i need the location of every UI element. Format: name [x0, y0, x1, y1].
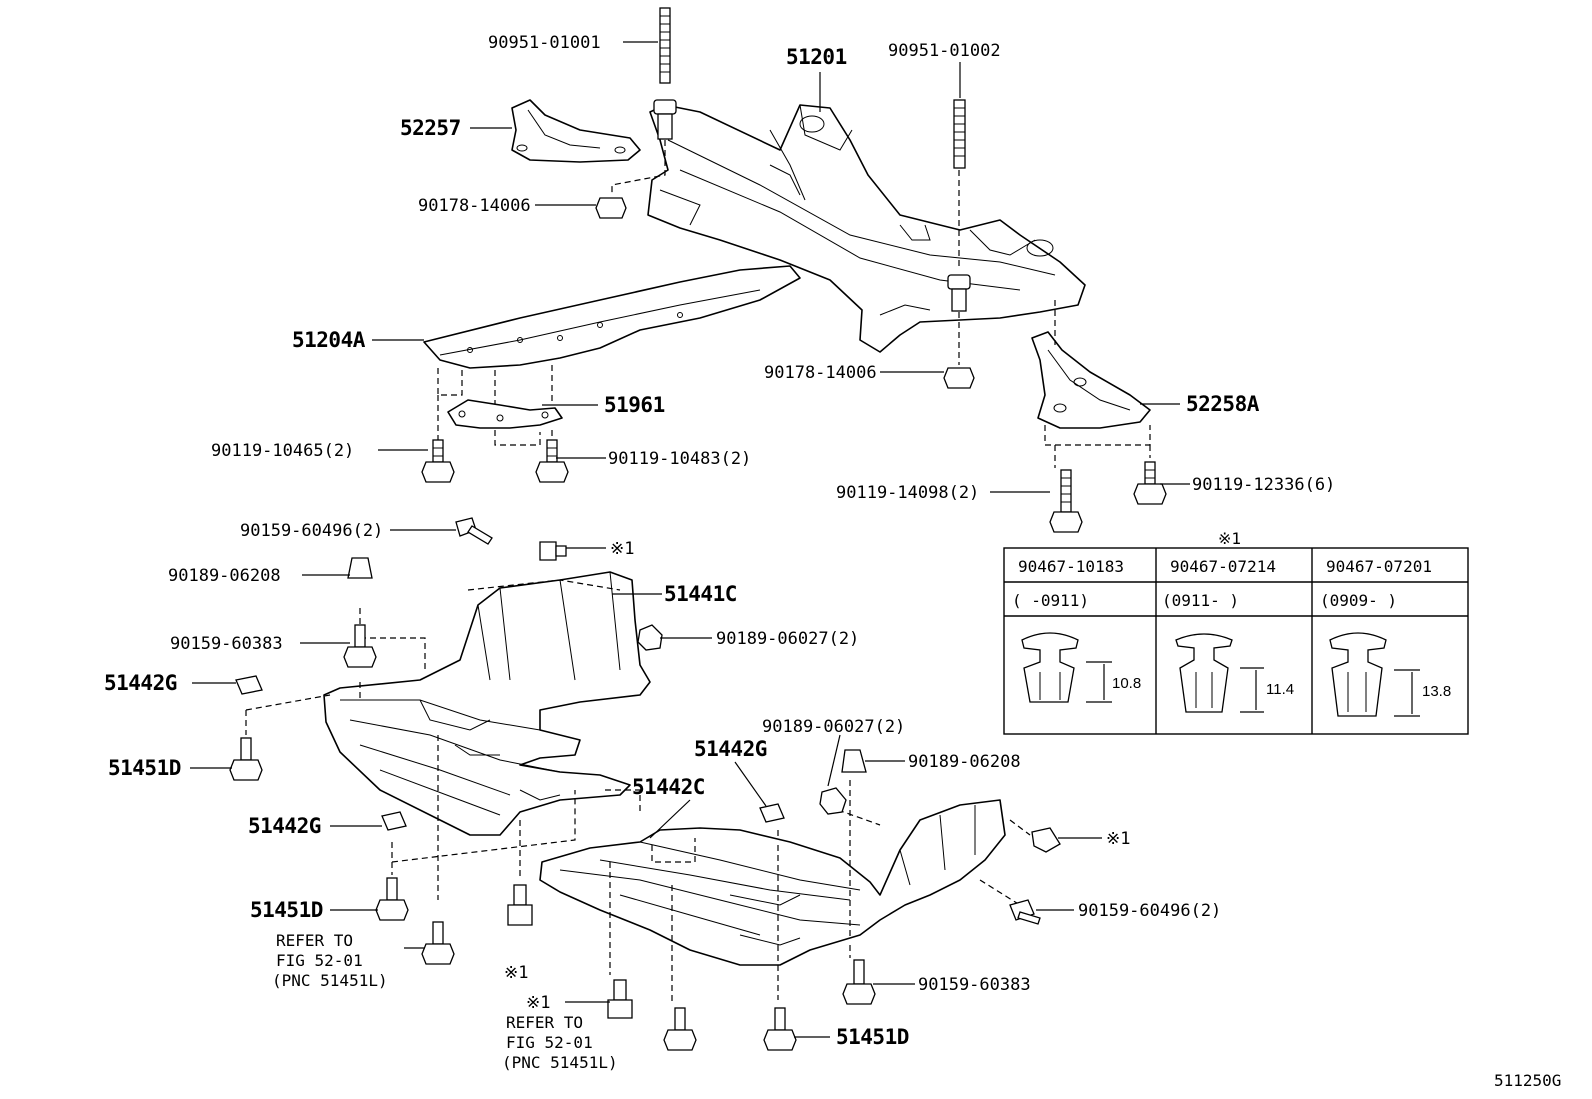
bracket-52257 [511, 99, 641, 163]
refer-mid-line-2: FIG 52-01 [506, 1033, 593, 1052]
bolt-51451L-left [421, 921, 455, 965]
labels: 90951-01001 51201 90951-01002 52257 9017… [104, 33, 1335, 1072]
refer-left-line-3: (PNC 51451L) [272, 971, 388, 990]
table-range-1: ( -0911) [1012, 591, 1089, 610]
bolt-51451D-b [375, 877, 409, 921]
nut-90189-06027-b [819, 787, 847, 815]
label-90178-14006-b: 90178-14006 [764, 363, 877, 383]
clip-star-a [539, 541, 567, 561]
nut-90178-14006-b [943, 367, 975, 389]
refer-left-line-2: FIG 52-01 [276, 951, 363, 970]
label-90951-01002: 90951-01002 [888, 41, 1001, 61]
figure-code: 511250G [1494, 1071, 1561, 1090]
bolt-90119-10465 [421, 439, 455, 483]
label-90159-60383-b: 90159-60383 [918, 975, 1031, 995]
bolt-51451D-c [763, 1007, 797, 1051]
label-star-a: ※1 [610, 539, 634, 559]
nut-90189-06027-a [637, 624, 663, 651]
table-range-3: (0909- ) [1320, 591, 1397, 610]
label-51441C: 51441C [664, 582, 737, 606]
clip-star-c [1031, 827, 1061, 853]
label-51204A: 51204A [292, 328, 366, 352]
clip-icon-2 [1175, 633, 1264, 713]
label-90159-60496-a: 90159-60496(2) [240, 521, 383, 541]
label-90159-60496-b: 90159-60496(2) [1078, 901, 1221, 921]
label-51201: 51201 [786, 45, 847, 69]
bracket-51961 [447, 399, 563, 429]
bracket-52258A [1031, 331, 1151, 429]
clip-icon-1 [1021, 632, 1112, 703]
bolt-90159-60496-b [1009, 899, 1041, 925]
label-52257: 52257 [400, 116, 461, 140]
nut-90178-14006-a [595, 197, 627, 219]
clip-51442G-a [235, 675, 263, 695]
label-90951-01001: 90951-01001 [488, 33, 601, 53]
label-90189-06208-a: 90189-06208 [168, 566, 281, 586]
label-star-c: ※1 [1106, 829, 1130, 849]
label-51442G-a: 51442G [104, 671, 177, 695]
label-90189-06027-b: 90189-06027(2) [762, 717, 905, 737]
undercover-51442C [539, 799, 1006, 966]
nut-90189-06208-b [841, 749, 867, 773]
label-star-d: ※1 [526, 993, 550, 1013]
clip-star-b [507, 884, 533, 926]
crossmember-51201 [647, 104, 1086, 353]
leader-lines [190, 41, 1190, 1038]
label-51451D-a: 51451D [108, 756, 181, 780]
bolt-90119-12336 [1133, 461, 1167, 505]
label-90178-14006-a: 90178-14006 [418, 196, 531, 216]
table-dim-2: 11.4 [1266, 681, 1294, 698]
stud-90951-01002 [947, 99, 971, 312]
bolt-90119-10483 [535, 439, 569, 483]
label-51442G-c: 51442G [248, 814, 321, 838]
bolt-90159-60383-a [343, 624, 377, 668]
label-90119-10465: 90119-10465(2) [211, 441, 354, 461]
refer-mid-line-1: REFER TO [506, 1013, 583, 1032]
table-dim-3: 13.8 [1422, 683, 1451, 700]
label-90189-06027-a: 90189-06027(2) [716, 629, 859, 649]
refer-left-line-1: REFER TO [276, 931, 353, 950]
bolt-90159-60383-b [842, 959, 876, 1005]
label-90119-10483: 90119-10483(2) [608, 449, 751, 469]
label-51451D-c: 51451D [836, 1025, 909, 1049]
bolt-51451L-mid [663, 1007, 697, 1051]
nut-90189-06208-a [347, 557, 373, 579]
label-51961: 51961 [604, 393, 665, 417]
clip-icon-3 [1329, 632, 1420, 717]
bolt-51451D-a [229, 737, 263, 781]
table-part-2: 90467-07214 [1170, 557, 1276, 576]
clip-51442G-c [759, 803, 785, 823]
clip-51442G-b [381, 811, 407, 831]
member-51204A [423, 265, 801, 369]
table-part-1: 90467-10183 [1018, 557, 1124, 576]
label-52258A: 52258A [1186, 392, 1260, 416]
stud-90951-01001 [653, 7, 677, 140]
clip-variant-table: ※1 90467-10183 90467-07214 90467-07201 (… [1003, 529, 1469, 735]
clip-star-d [607, 979, 633, 1019]
table-part-3: 90467-07201 [1326, 557, 1432, 576]
bolt-90159-60496-a [455, 517, 493, 545]
table-title: ※1 [1218, 529, 1241, 548]
label-51442G-b: 51442G [694, 737, 767, 761]
label-star-b: ※1 [504, 963, 528, 983]
table-range-2: (0911- ) [1162, 591, 1239, 610]
bolt-90119-14098 [1049, 469, 1083, 533]
table-dim-1: 10.8 [1112, 675, 1141, 692]
label-90119-14098: 90119-14098(2) [836, 483, 979, 503]
undercover-51441C [323, 571, 651, 836]
refer-mid-line-3: (PNC 51451L) [502, 1053, 618, 1072]
label-90189-06208-b: 90189-06208 [908, 752, 1021, 772]
label-90159-60383-a: 90159-60383 [170, 634, 283, 654]
label-90119-12336: 90119-12336(6) [1192, 475, 1335, 495]
label-51442C: 51442C [632, 775, 705, 799]
label-51451D-b: 51451D [250, 898, 323, 922]
